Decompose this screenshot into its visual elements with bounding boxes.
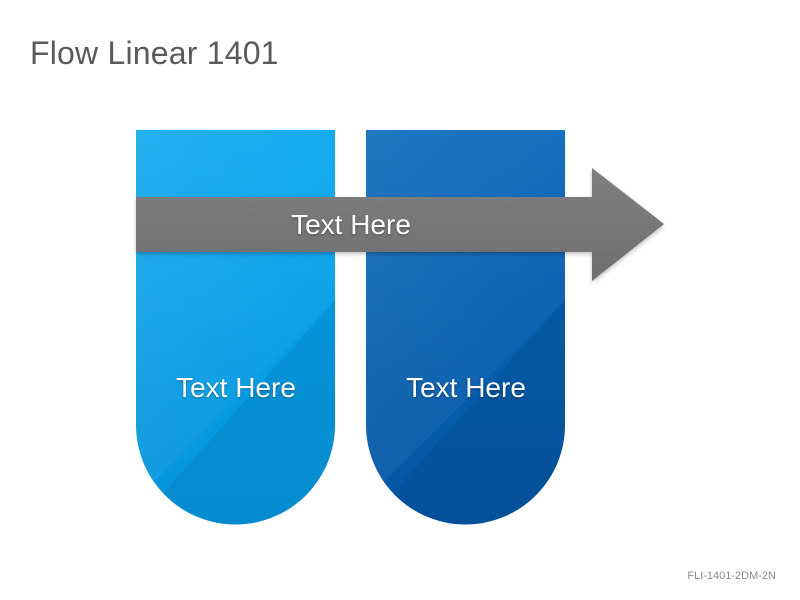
pill-2-label: Text Here	[406, 372, 526, 403]
footer-code: FLI-1401-2DM-2N	[687, 570, 776, 582]
pill-1	[136, 130, 335, 525]
arrow-label: Text Here	[291, 209, 411, 240]
pill-2	[366, 130, 565, 525]
flow-arrow	[136, 168, 664, 281]
slide-title: Flow Linear 1401	[30, 35, 279, 71]
pill-1-label: Text Here	[176, 372, 296, 403]
